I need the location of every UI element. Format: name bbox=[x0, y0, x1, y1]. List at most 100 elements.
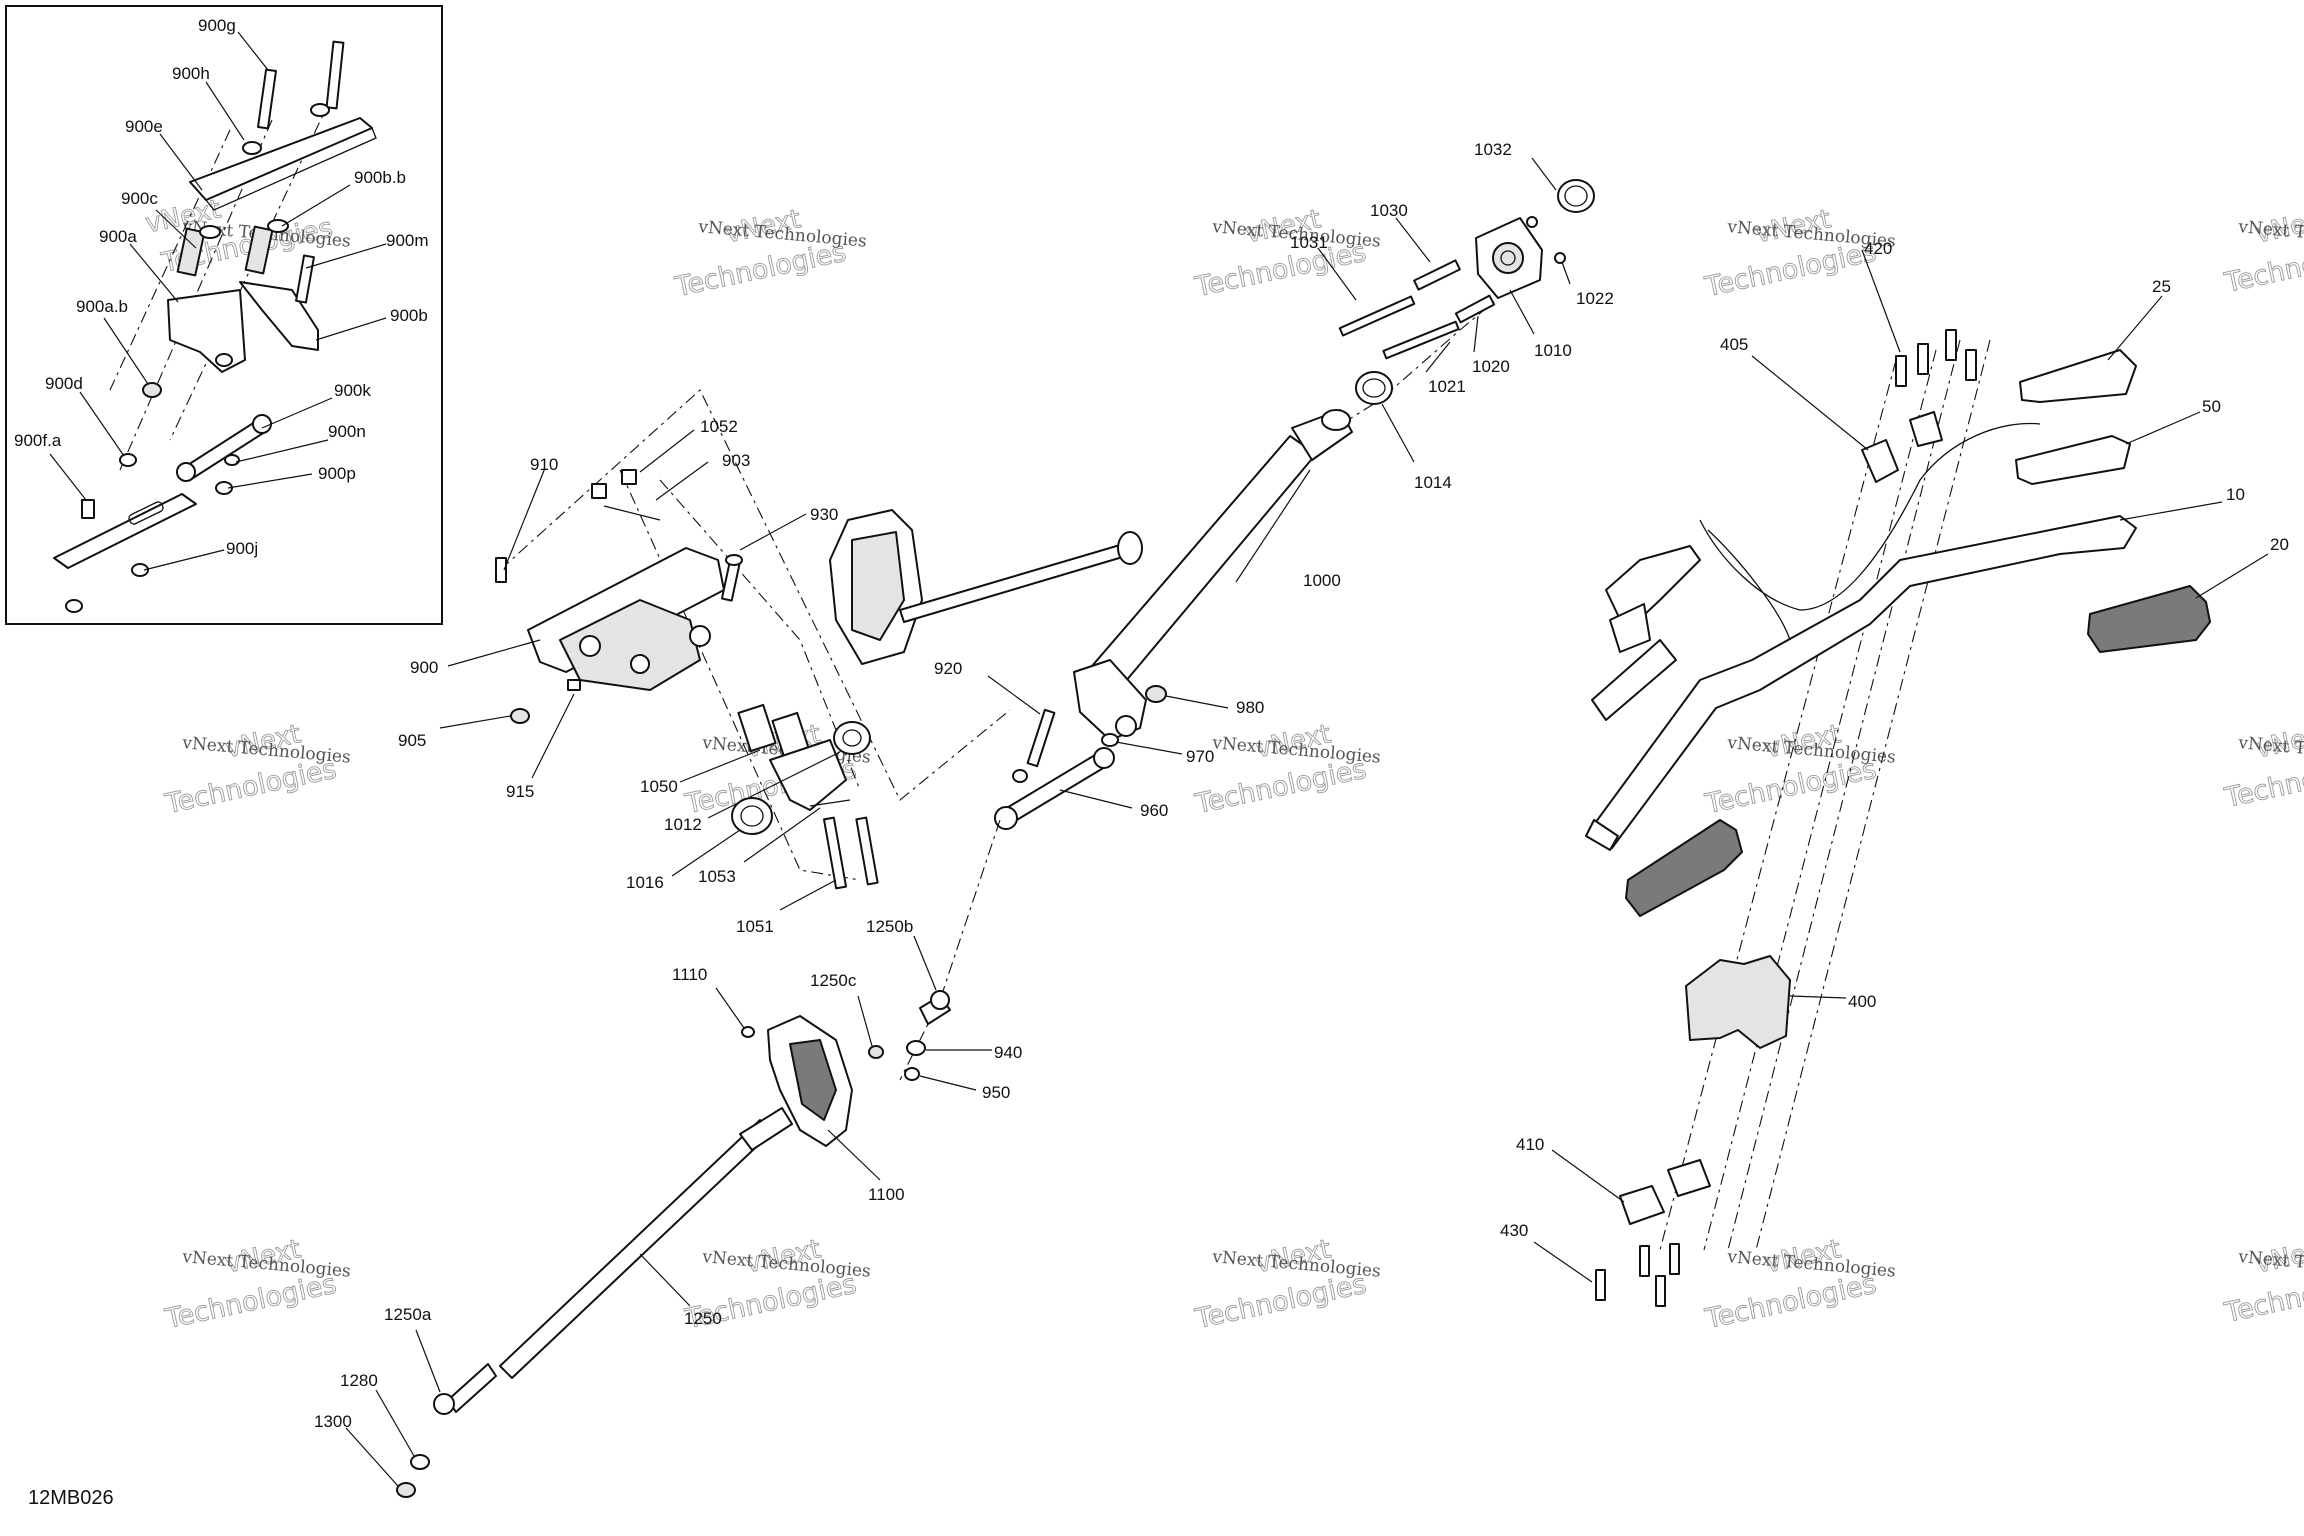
leader-900fa bbox=[49, 453, 87, 501]
callout-900h: 900h bbox=[172, 64, 210, 83]
callout-900: 900 bbox=[410, 658, 438, 677]
callout-400: 400 bbox=[1848, 992, 1876, 1011]
callout-900bb: 900b.b bbox=[354, 168, 406, 187]
callout-900p: 900p bbox=[318, 464, 356, 483]
callout-1300: 1300 bbox=[314, 1412, 352, 1431]
bolt-430 bbox=[1655, 1275, 1666, 1307]
leader-1030 bbox=[1395, 217, 1431, 263]
spacer-900c bbox=[244, 225, 274, 275]
callout-930: 930 bbox=[810, 505, 838, 524]
washer-900n bbox=[224, 454, 240, 466]
watermark: vNext Technologies bbox=[671, 204, 849, 304]
bolt-900g bbox=[325, 40, 345, 110]
bolt-430 bbox=[1595, 1269, 1606, 1301]
handlebar-end bbox=[1585, 819, 1619, 851]
bolt-1051 bbox=[822, 816, 848, 890]
bolt-1031 bbox=[1338, 295, 1416, 337]
leader-920 bbox=[987, 675, 1041, 715]
column-top-bore bbox=[1321, 409, 1351, 431]
bushing-1012 bbox=[833, 721, 871, 755]
callout-1022: 1022 bbox=[1576, 289, 1614, 308]
throttle-lever bbox=[1609, 603, 1651, 653]
leader-900b bbox=[315, 317, 387, 341]
nut-980 bbox=[1145, 685, 1167, 703]
leader-900h bbox=[205, 81, 245, 141]
callout-960: 960 bbox=[1140, 801, 1168, 820]
washer-940 bbox=[906, 1040, 926, 1056]
nut-950 bbox=[904, 1067, 920, 1081]
watermark: vNext Technologies bbox=[1192, 719, 1370, 821]
watermark: vNext Technologies bbox=[1702, 1234, 1880, 1336]
leader-915 bbox=[531, 693, 575, 779]
rod-end-1250a bbox=[447, 1363, 497, 1413]
leader-900n bbox=[235, 439, 329, 463]
callout-405: 405 bbox=[1720, 335, 1748, 354]
screw bbox=[1895, 355, 1907, 387]
leader-420 bbox=[1861, 249, 1901, 353]
rod-end-eye bbox=[930, 990, 950, 1010]
clamp-410 bbox=[1667, 1159, 1711, 1197]
leader-900k bbox=[261, 397, 333, 429]
callout-430: 430 bbox=[1500, 1221, 1528, 1240]
tube-50 bbox=[2015, 435, 2131, 485]
leader-900m bbox=[305, 243, 387, 269]
callout-900fa: 900f.a bbox=[14, 431, 62, 450]
tie-rod-boot bbox=[739, 1107, 793, 1151]
callout-910: 910 bbox=[530, 455, 558, 474]
bolt-430 bbox=[1669, 1243, 1680, 1275]
bolt-head bbox=[725, 554, 743, 566]
callout-980: 980 bbox=[1236, 698, 1264, 717]
link-end bbox=[176, 462, 196, 482]
washer bbox=[242, 141, 262, 155]
leader-970 bbox=[1115, 741, 1183, 755]
nut-1300 bbox=[396, 1482, 416, 1498]
assembly-axis bbox=[1659, 359, 1897, 1251]
assembly-axis bbox=[1727, 339, 1961, 1251]
callout-900m: 900m bbox=[386, 231, 429, 250]
leader-10 bbox=[2119, 501, 2223, 521]
callout-915: 915 bbox=[506, 782, 534, 801]
callout-900n: 900n bbox=[328, 422, 366, 441]
callout-900j: 900j bbox=[226, 539, 258, 558]
leader-410 bbox=[1551, 1149, 1625, 1203]
bolt-920 bbox=[1026, 708, 1056, 768]
clip-915 bbox=[567, 679, 581, 691]
leader-1250b bbox=[913, 935, 937, 991]
callout-1100: 1100 bbox=[868, 1185, 905, 1204]
watermark: vNext Technologies bbox=[2221, 719, 2304, 815]
tie-rod-upper bbox=[899, 544, 1127, 623]
leader-1000 bbox=[1235, 469, 1311, 583]
callout-900k: 900k bbox=[334, 381, 371, 400]
callout-900c: 900c bbox=[121, 189, 158, 208]
watermark: vNext Technologies bbox=[162, 1234, 340, 1336]
bearing-1010 bbox=[1492, 242, 1524, 274]
grip-left bbox=[1625, 819, 1743, 917]
watermark: vNext Technologies bbox=[1701, 204, 1879, 304]
leader-1100 bbox=[827, 1129, 881, 1181]
callout-50: 50 bbox=[2202, 397, 2221, 416]
callout-1021: 1021 bbox=[1428, 377, 1466, 396]
washer bbox=[310, 103, 330, 117]
watermark-layer: vNext Technologies vNext Technologies vN… bbox=[143, 194, 2304, 1336]
leader-1050 bbox=[679, 749, 761, 783]
callout-1014: 1014 bbox=[1414, 473, 1452, 492]
callout-1250b: 1250b bbox=[866, 917, 913, 936]
watermark: vNext Technologies bbox=[1702, 719, 1880, 821]
callout-1012: 1012 bbox=[664, 815, 702, 834]
steering-column-1000 bbox=[1079, 435, 1317, 701]
watermark: vNext Technologies bbox=[1192, 1234, 1370, 1336]
pin-910 bbox=[495, 557, 507, 583]
callout-905: 905 bbox=[398, 731, 426, 750]
assembly-axis bbox=[109, 129, 231, 391]
nut bbox=[65, 599, 83, 613]
leader-1280 bbox=[375, 1389, 415, 1457]
leader-1010 bbox=[1509, 289, 1535, 335]
housing-1100-face bbox=[789, 1039, 837, 1121]
pin-1020 bbox=[1454, 294, 1496, 324]
shim-1053 bbox=[809, 799, 851, 807]
callout-1032: 1032 bbox=[1474, 140, 1512, 159]
assembly-axis bbox=[499, 389, 1011, 801]
leader-1032 bbox=[1531, 157, 1557, 191]
bolt-1021 bbox=[1382, 320, 1460, 360]
